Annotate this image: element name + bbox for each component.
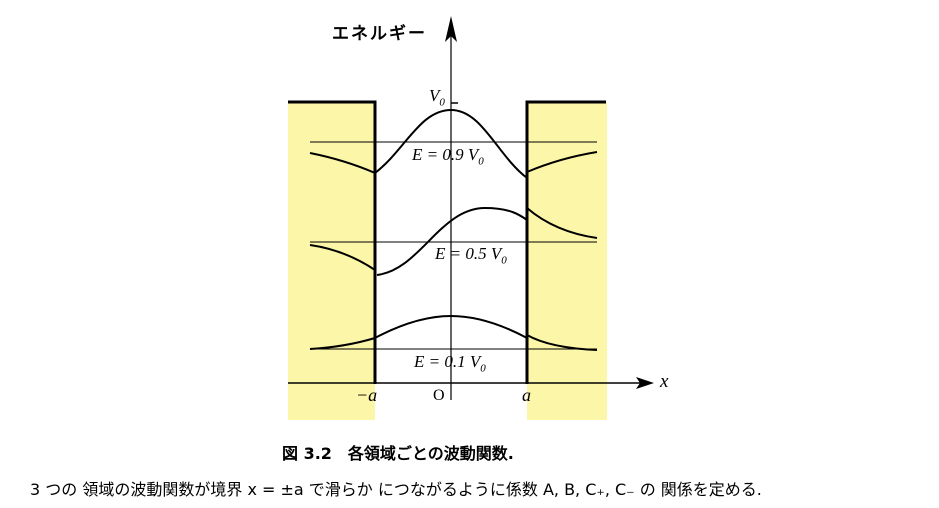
level-label-0.1: E = 0.1 V0 (414, 352, 486, 374)
potential-well-outline (288, 100, 606, 384)
x-axis-arrow-icon (636, 377, 654, 389)
v0-subscript: 0 (439, 96, 445, 109)
level-text: E = 0.9 V (412, 145, 479, 164)
level-text: E = 0.1 V (414, 352, 481, 371)
x-axis-label: x (660, 371, 669, 392)
level-sub: 0 (478, 155, 484, 168)
right-barrier-region (527, 102, 607, 420)
level-sub: 0 (501, 254, 507, 267)
wavefunction-0.9 (309, 108, 598, 179)
v0-symbol: V (429, 86, 440, 105)
level-label-0.9: E = 0.9 V0 (412, 145, 484, 167)
body-text: 3 つの 領域の波動関数が境界 x = ±a で滑らか につながるように係数 A… (30, 480, 762, 499)
a-label: a (522, 385, 531, 405)
figure-caption: 図 3.2 各領域ごとの波動関数. (282, 444, 514, 463)
energy-axis-arrow-icon (445, 16, 457, 42)
level-sub: 0 (480, 362, 486, 375)
level-text: E = 0.5 V (435, 244, 502, 263)
wavefunction-0.5 (309, 206, 598, 276)
minus-a-label: −a (356, 385, 378, 405)
level-label-0.5: E = 0.5 V0 (435, 244, 507, 266)
origin-label: O (433, 387, 445, 404)
left-barrier-region (288, 102, 375, 420)
y-axis-label: エネルギー (332, 24, 427, 44)
v0-label: V0 (429, 86, 445, 108)
wavefunction-0.1 (309, 314, 598, 351)
